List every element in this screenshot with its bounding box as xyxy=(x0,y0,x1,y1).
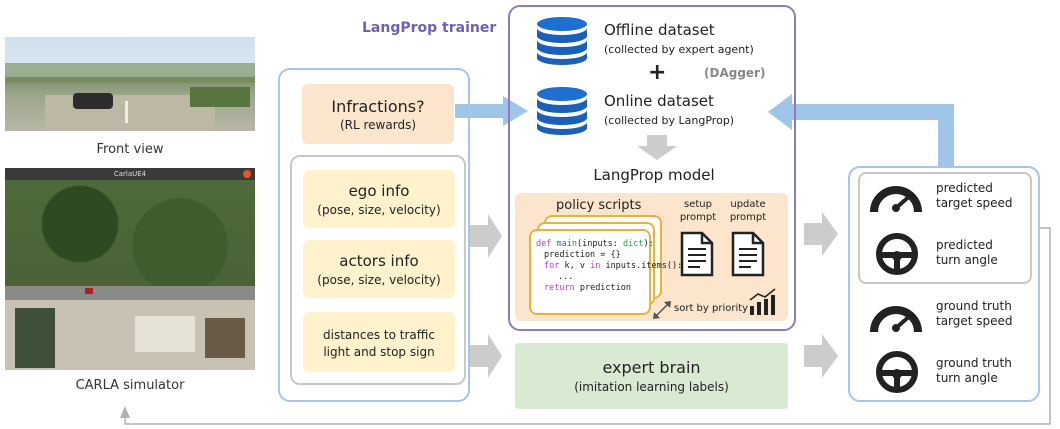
expert-brain-title: expert brain xyxy=(602,358,701,377)
gray-arrow-inputs xyxy=(469,214,502,258)
code-line-3: for k, v in inputs.items(): xyxy=(544,261,683,271)
gray-arrow-expert-out xyxy=(804,334,838,378)
front-view-caption: Front view xyxy=(96,142,164,157)
infractions-sub: (RL rewards) xyxy=(339,117,416,132)
infractions-box: Infractions? (RL rewards) xyxy=(302,84,454,144)
gray-arrow-expert-in xyxy=(469,334,502,378)
ego-info-box: ego info (pose, size, velocity) xyxy=(303,170,455,228)
front-view-image xyxy=(5,37,255,131)
actors-info-title: actors info xyxy=(339,251,419,270)
code-line-5: return prediction xyxy=(544,283,632,293)
code-line-1: def main(inputs: dict): xyxy=(536,239,654,249)
gray-arrow-down xyxy=(637,135,677,160)
trainer-label: LangProp trainer xyxy=(362,20,497,36)
gray-arrow-model-out xyxy=(804,212,838,256)
code-line-4: ... xyxy=(558,272,574,282)
distances-box: distances to traffic light and stop sign xyxy=(303,312,455,372)
online-dataset-sub: (collected by LangProp) xyxy=(604,114,735,127)
policy-scripts-label: policy scripts xyxy=(556,198,642,213)
expert-brain-box: expert brain (imitation learning labels) xyxy=(515,343,788,409)
actors-info-sub: (pose, size, velocity) xyxy=(317,272,441,287)
feedback-arrowhead xyxy=(120,406,130,418)
distances-line1: distances to traffic xyxy=(323,328,435,342)
database-icon xyxy=(537,17,587,65)
ego-info-sub: (pose, size, velocity) xyxy=(317,202,441,217)
online-dataset-title: Online dataset xyxy=(604,92,714,110)
ego-info-title: ego info xyxy=(348,181,410,200)
window-close-icon[interactable] xyxy=(243,170,251,178)
carla-window-title: CarlaUE4 xyxy=(113,170,147,178)
sort-label: sort by priority xyxy=(674,303,749,314)
speedometer-icon xyxy=(870,186,922,213)
distances-line2: light and stop sign xyxy=(323,345,435,359)
carla-window: CarlaUE4 xyxy=(5,168,255,370)
model-title: LangProp model xyxy=(593,166,715,184)
inputs-group xyxy=(290,155,466,385)
feedback-line xyxy=(124,227,1051,425)
document-icon xyxy=(731,231,765,277)
infractions-title: Infractions? xyxy=(331,96,425,116)
steering-wheel-icon xyxy=(876,351,918,393)
database-icon xyxy=(537,87,587,135)
speedometer-icon xyxy=(870,306,922,333)
bar-chart-icon xyxy=(749,288,776,315)
trainer-panel xyxy=(278,68,470,402)
blue-arrow-infractions xyxy=(455,104,503,118)
steering-wheel-icon xyxy=(876,233,918,275)
outputs-panel xyxy=(848,166,1040,402)
code-line-2: prediction = {} xyxy=(544,250,621,260)
dagger-label: (DAgger) xyxy=(704,66,766,80)
plus-sign: + xyxy=(648,60,667,85)
actors-info-box: actors info (pose, size, velocity) xyxy=(303,240,455,298)
offline-dataset-sub: (collected by expert agent) xyxy=(604,43,754,56)
blue-arrow-feedback xyxy=(938,108,954,166)
document-icon xyxy=(680,231,714,277)
model-panel xyxy=(508,5,796,331)
carla-caption: CARLA simulator xyxy=(75,378,185,393)
expert-brain-sub: (imitation learning labels) xyxy=(574,380,729,394)
predicted-group xyxy=(858,172,1032,284)
double-arrow-icon xyxy=(653,301,671,319)
script-card-front: def main(inputs: dict): prediction = {} … xyxy=(529,229,683,315)
offline-dataset-title: Offline dataset xyxy=(604,21,715,39)
